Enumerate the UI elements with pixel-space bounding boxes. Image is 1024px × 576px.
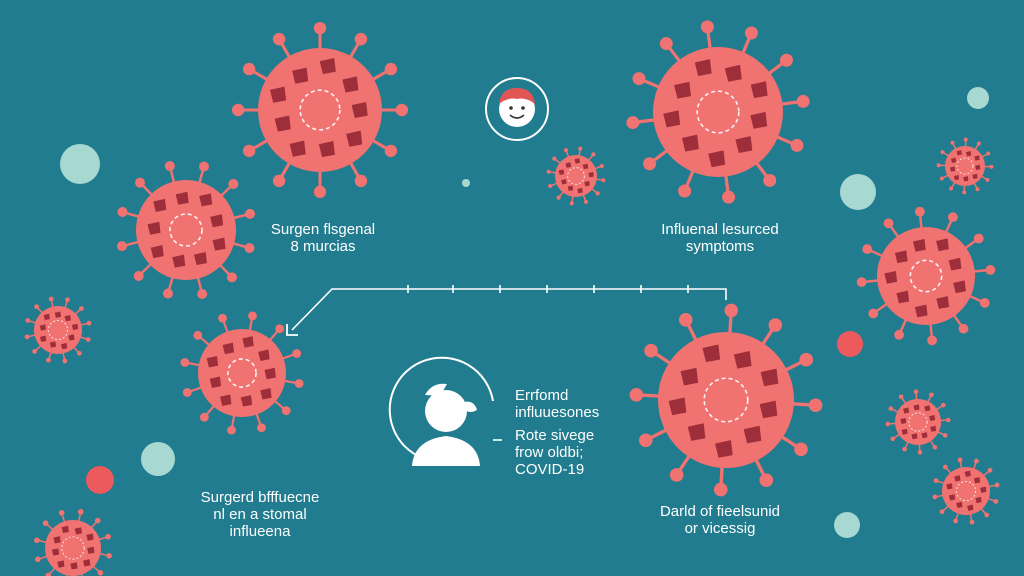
virus-particle bbox=[936, 137, 994, 195]
virus-particle bbox=[34, 509, 112, 576]
virus-particle bbox=[932, 457, 1000, 525]
bubble-light bbox=[840, 174, 876, 210]
bubble-coral bbox=[837, 331, 863, 357]
label-top-left: Surgen flsgenal 8 murcias bbox=[270, 221, 376, 255]
label-bottom-right: Darld of fieelsunid or vicessig bbox=[659, 503, 781, 537]
virus-group bbox=[24, 20, 1000, 576]
label-mid-center: Errfomd influuesones Rote sivege frow ol… bbox=[515, 387, 600, 478]
bubble-light bbox=[60, 144, 100, 184]
virus-particle bbox=[546, 146, 606, 206]
virus-particle bbox=[629, 303, 823, 497]
connector-line bbox=[291, 285, 727, 331]
virus-particle bbox=[856, 206, 996, 346]
virus-particle bbox=[24, 296, 92, 364]
bubble-light bbox=[141, 442, 175, 476]
smiling-face-icon bbox=[485, 77, 549, 141]
bubble-light bbox=[834, 512, 860, 538]
virus-particle bbox=[117, 161, 255, 299]
bubble-light bbox=[967, 87, 989, 109]
label-top-right: Influenal lesurced symptoms bbox=[661, 221, 779, 255]
virus-particle bbox=[885, 389, 951, 455]
virus-particle bbox=[626, 20, 810, 204]
dot bbox=[462, 179, 470, 187]
virus-particle bbox=[231, 21, 409, 199]
arrow-left-icon bbox=[286, 324, 298, 336]
label-bottom-left: Surgerd bfffuecne nl en a stomal influee… bbox=[200, 489, 320, 540]
bubble-coral bbox=[86, 466, 114, 494]
virus-particle bbox=[180, 311, 304, 435]
person-silhouette-icon bbox=[388, 356, 502, 466]
